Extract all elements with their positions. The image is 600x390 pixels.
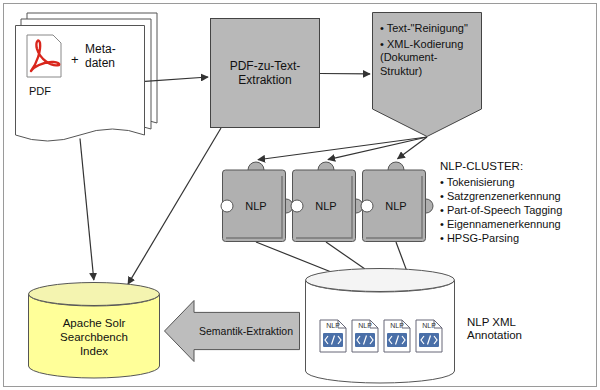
doc-icon [352, 320, 378, 352]
icon-label: NLP [320, 322, 346, 329]
connector-arrow [145, 77, 208, 81]
cylinder-body [29, 294, 160, 378]
document-page [16, 26, 145, 142]
pentagon-fill [373, 13, 482, 137]
node-label: NLP XML Annotation [467, 316, 542, 342]
puzzle-piece: NLP [292, 160, 360, 242]
database-cylinder: Apache Solr Searchbench Index [28, 282, 160, 378]
node-text: NLP [370, 200, 422, 213]
code-badge [355, 333, 375, 347]
document-stack: PDF +Meta- daten [15, 25, 145, 147]
cylinder-group [29, 283, 160, 379]
doc-icon [384, 320, 410, 352]
outer-frame [4, 4, 597, 387]
cluster-list-item: • HPSG-Parsing [440, 232, 519, 244]
node-label: + [71, 53, 83, 68]
node-text: NLP [300, 200, 352, 213]
node-text: Apache Solr Searchbench Index [50, 317, 138, 358]
puzzle-bevel [296, 176, 352, 238]
puzzle-bevel [226, 176, 282, 238]
node-label: Meta- daten [85, 43, 137, 71]
arrow-fill [165, 301, 300, 362]
cluster-list-item: • Part-of-Speech Tagging [440, 204, 562, 216]
code-badge [323, 333, 343, 347]
cluster-list-item: • Satzgrenzenerkennung [440, 190, 561, 202]
doc-icon [320, 320, 346, 352]
doc-icon [416, 320, 442, 352]
process-box: PDF-zu-Text- Extraktion [210, 18, 320, 128]
puzzle-slot [221, 200, 233, 212]
node-text: Semantik-Extraktion [196, 325, 296, 338]
puzzle-slot [291, 200, 303, 212]
node-text: NLP [230, 200, 282, 213]
pdf-logo [31, 41, 59, 71]
connector-arrow [398, 137, 427, 159]
cylinder-top [29, 283, 160, 306]
block-arrow: Semantik-Extraktion [164, 300, 300, 362]
puzzle-bevel [366, 176, 422, 238]
box-fill [211, 19, 320, 128]
database-cylinder-outline [28, 282, 160, 378]
connector-arrow [320, 73, 370, 75]
connector-arrow [80, 138, 94, 280]
icon-label: NLP [384, 322, 410, 329]
node-label: PDF [29, 85, 59, 98]
process-pentagon: • Text-"Reinigung" • XML-Kodierung (Dokum… [372, 12, 482, 137]
connector-arrow [328, 137, 427, 160]
code-symbol [325, 336, 341, 345]
connector-arrow [258, 137, 427, 160]
cylinder-top [306, 269, 455, 292]
code-symbol [357, 336, 373, 345]
connector-arrow [128, 128, 221, 284]
icon-label: NLP [416, 322, 442, 329]
code-badge [419, 333, 439, 347]
code-badge [387, 333, 407, 347]
cluster-list-item: • Eigennamenerkennung [440, 218, 561, 230]
puzzle-piece: NLP [222, 160, 290, 242]
puzzle-slot [361, 200, 373, 212]
node-text: PDF-zu-Text- Extraktion [218, 59, 312, 88]
pdf-icon-page [27, 35, 61, 77]
node-text: • XML-Kodierung (Dokument- Struktur) [380, 38, 474, 78]
puzzle-piece: NLP [362, 160, 430, 242]
code-symbol [389, 336, 405, 345]
cluster-list-item: NLP-CLUSTER: [440, 160, 523, 172]
code-symbol [421, 336, 437, 345]
cylinder-group [306, 269, 455, 384]
node-text: • Text-"Reinigung" [380, 22, 474, 35]
cylinder-body [306, 280, 455, 383]
icon-label: NLP [352, 322, 378, 329]
cluster-list-item: • Tokenisierung [440, 176, 515, 188]
